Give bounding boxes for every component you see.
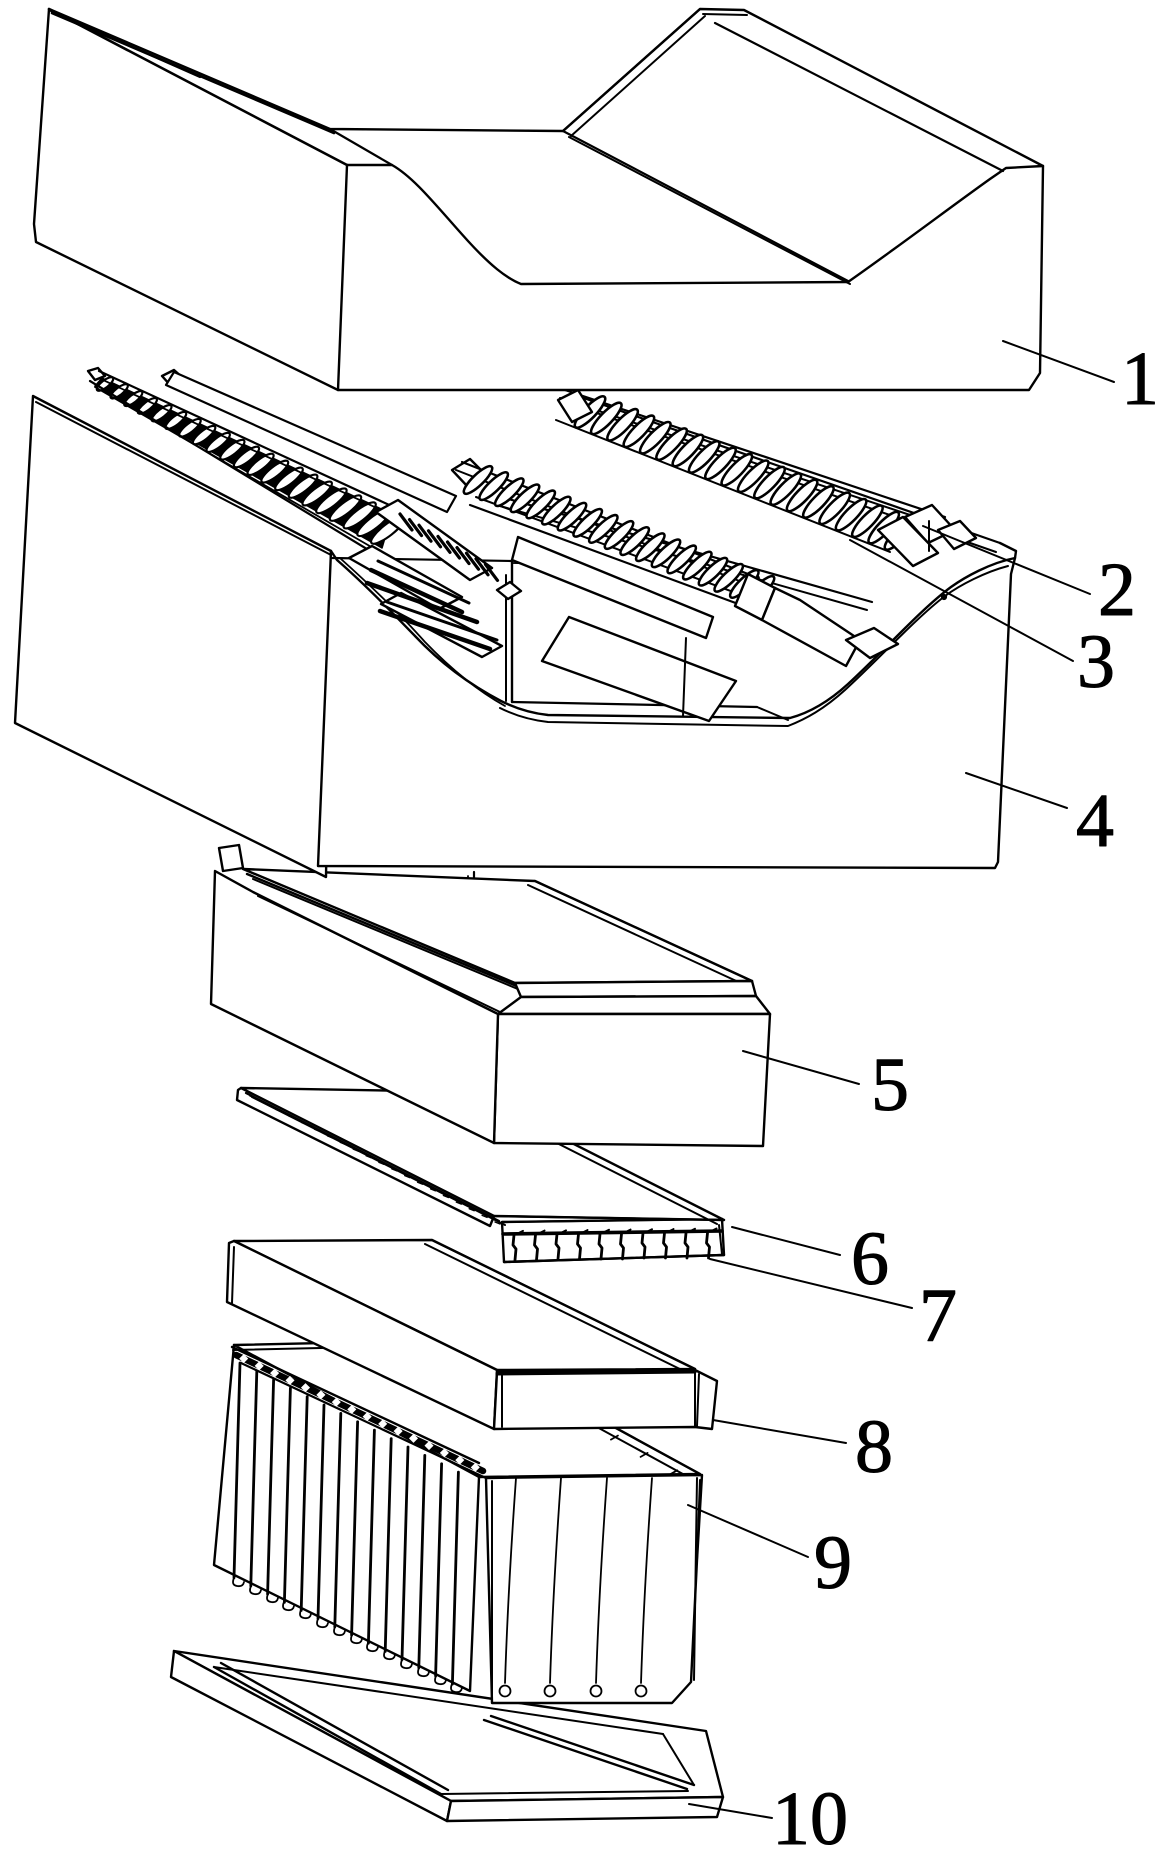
svg-text:1: 1	[1121, 337, 1159, 421]
svg-text:6: 6	[851, 1217, 889, 1301]
svg-text:7: 7	[919, 1274, 957, 1358]
svg-text:3: 3	[1077, 620, 1115, 704]
svg-text:10: 10	[772, 1777, 848, 1852]
svg-text:4: 4	[1076, 779, 1114, 863]
svg-text:5: 5	[871, 1043, 909, 1127]
svg-text:9: 9	[814, 1521, 852, 1605]
svg-text:8: 8	[855, 1405, 893, 1489]
svg-text:2: 2	[1098, 548, 1136, 632]
